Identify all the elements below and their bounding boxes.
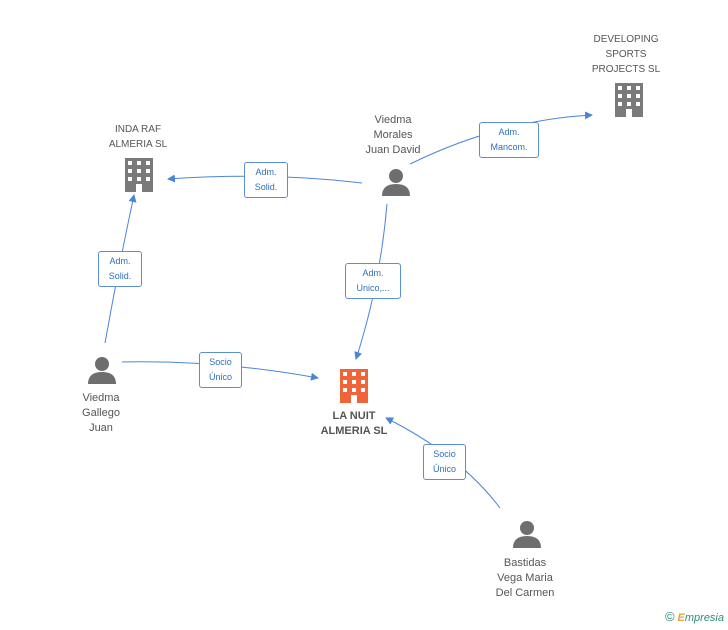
empresia-watermark: ©Empresia [665, 609, 724, 624]
node-label-line: Vega Maria [497, 572, 553, 584]
node-label-line: Juan David [365, 144, 421, 156]
node-la-nuit-almeria[interactable]: LA NUIT ALMERIA SL [304, 409, 404, 439]
node-label-line: Viedma [374, 114, 412, 126]
edge-label-line: Unico,... [356, 283, 390, 293]
edge-label-bastidas-lanuit[interactable]: Socio Único [423, 444, 466, 480]
node-label-line: ALMERIA SL [108, 139, 168, 150]
node-label-line: PROJECTS SL [591, 64, 661, 75]
node-bastidas[interactable]: Bastidas Vega Maria Del Carmen [475, 556, 575, 601]
edge-label-line: Único [432, 464, 456, 474]
edge-label-line: Mancom. [490, 142, 528, 152]
person-icon [382, 169, 410, 196]
node-inda-raf[interactable]: INDA RAF ALMERIA SL [88, 122, 188, 152]
node-label-line: Viedma [82, 392, 120, 404]
edge-label-morales-lanuit[interactable]: Adm. Unico,... [345, 263, 401, 299]
edge-label-line: Socio [433, 449, 456, 459]
node-developing-sports-projects[interactable]: DEVELOPING SPORTS PROJECTS SL [576, 32, 676, 77]
person-icon [513, 521, 541, 548]
brand-name: mpresia [684, 612, 724, 624]
brand-initial: E [677, 612, 685, 624]
edge-label-line: Adm. [362, 268, 384, 278]
node-label-line: ALMERIA SL [320, 425, 388, 437]
edge-label-gallego-lanuit[interactable]: Socio Único [199, 352, 242, 388]
edge-label-line: Adm. [109, 256, 131, 266]
node-label-line: SPORTS [605, 49, 647, 60]
edge-label-line: Único [208, 372, 232, 382]
edge-label-line: Socio [209, 357, 232, 367]
building-icon [615, 83, 643, 117]
node-label-line: DEVELOPING [593, 34, 659, 45]
node-label-line: Bastidas [503, 557, 547, 569]
edge-label-line: Solid. [254, 182, 278, 192]
node-label-line: LA NUIT [332, 410, 376, 422]
node-label-line: Del Carmen [495, 587, 555, 599]
node-label-line: INDA RAF [114, 124, 162, 135]
node-label-line: Morales [373, 129, 413, 141]
node-viedma-morales[interactable]: Viedma Morales Juan David [343, 113, 443, 158]
copyright-icon: © [664, 609, 675, 624]
node-label-line: Gallego [82, 407, 120, 419]
building-icon-main [340, 369, 368, 403]
edge-label-line: Adm. [255, 167, 277, 177]
node-viedma-gallego[interactable]: Viedma Gallego Juan [51, 391, 151, 436]
edge-label-line: Solid. [108, 271, 132, 281]
edge-label-line: Adm. [498, 127, 520, 137]
edge-label-morales-inda[interactable]: Adm. Solid. [244, 162, 288, 198]
edge-label-gallego-inda[interactable]: Adm. Solid. [98, 251, 142, 287]
node-label-line: Juan [89, 422, 113, 434]
building-icon [125, 158, 153, 192]
edge-label-morales-developing[interactable]: Adm. Mancom. [479, 122, 539, 158]
person-icon [88, 357, 116, 384]
